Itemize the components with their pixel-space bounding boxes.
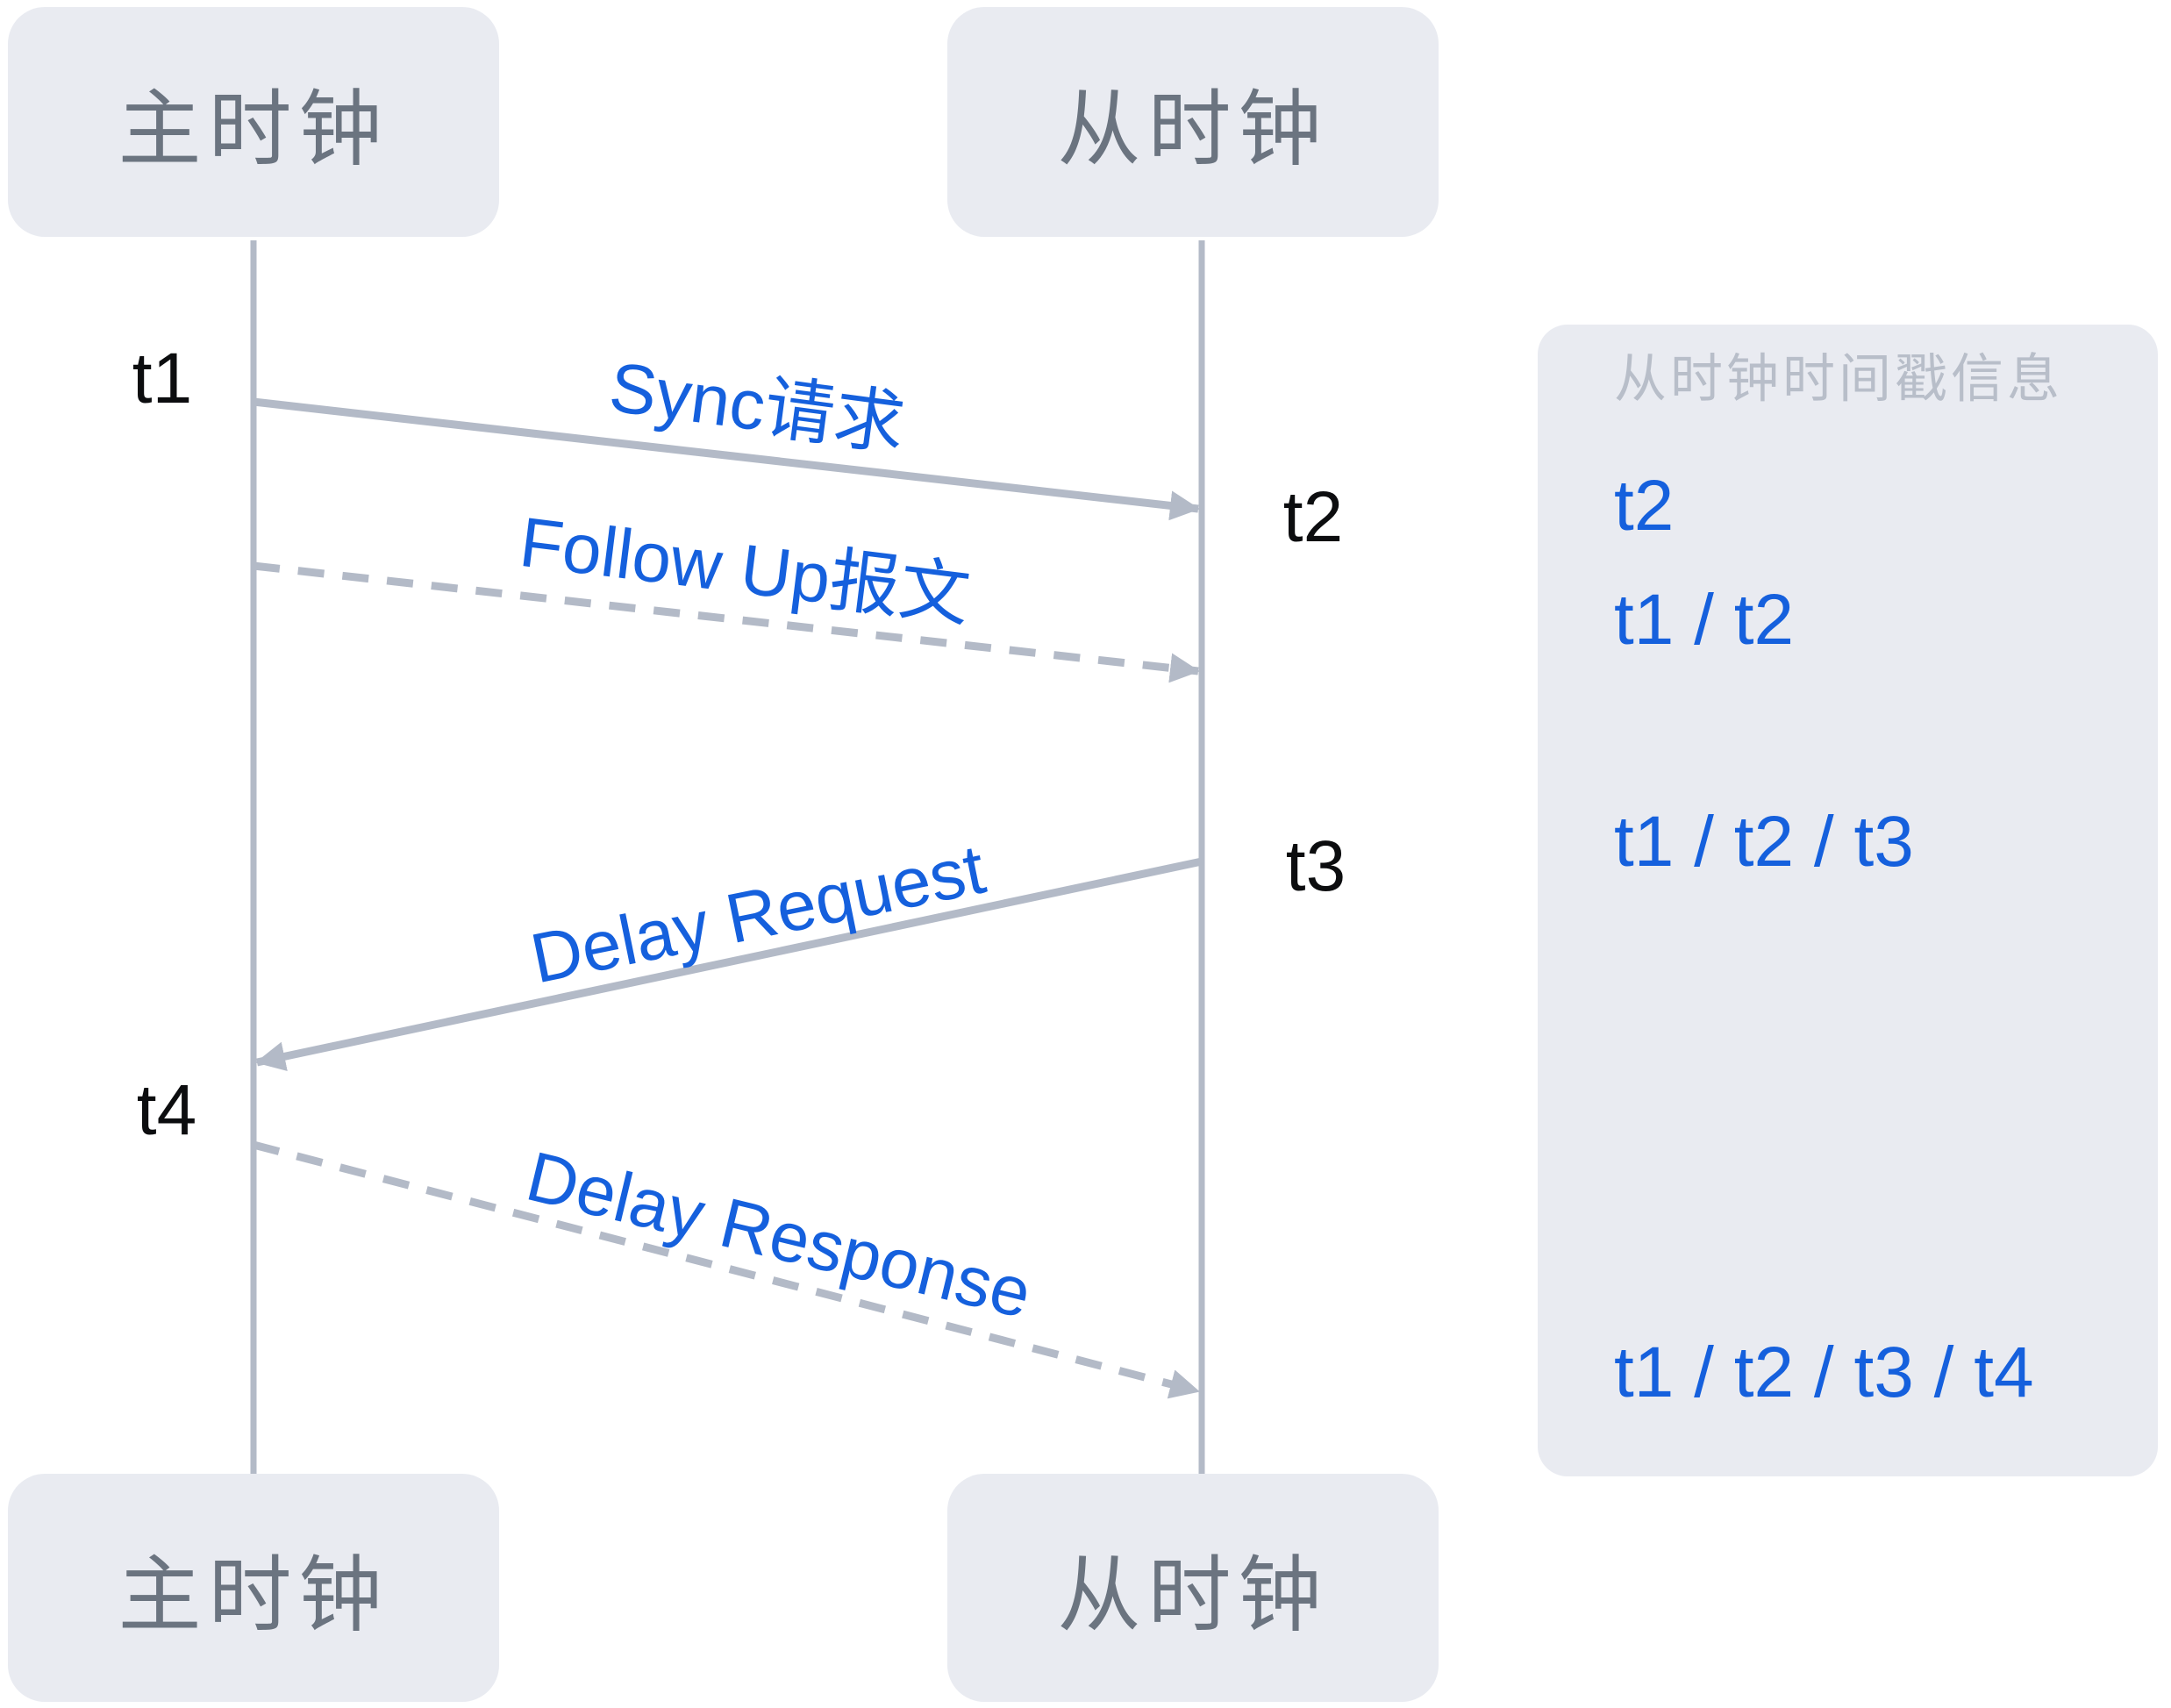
master-clock-box-top: 主时钟: [8, 7, 499, 237]
panel-row-t2: t2: [1614, 466, 1675, 546]
timestamp-t2: t2: [1282, 477, 1344, 557]
timestamp-t3: t3: [1285, 826, 1346, 906]
panel-row-t1-t2: t1 / t2: [1614, 580, 1795, 660]
timestamp-t1: t1: [132, 339, 193, 418]
panel-row-t1-t2-t3-t4: t1 / t2 / t3 / t4: [1614, 1333, 2034, 1412]
slave-clock-box-bottom: 从时钟: [947, 1474, 1439, 1702]
follow-up-arrow: [253, 561, 1200, 683]
master-clock-box-bottom: 主时钟: [8, 1474, 499, 1702]
slave-clock-box-top: 从时钟: [947, 7, 1439, 237]
panel-row-t1-t2-t3: t1 / t2 / t3: [1614, 802, 1914, 882]
slave-clock-label: 从时钟: [1057, 1548, 1329, 1642]
timestamp-info-panel: [1538, 325, 2158, 1476]
timestamp-t4: t4: [136, 1070, 197, 1150]
timestamp-info-panel-title: 从时钟时间戳信息: [1614, 349, 2063, 409]
delay-request-arrow: [255, 857, 1203, 1071]
master-clock-label: 主时钟: [118, 1548, 389, 1642]
master-clock-label: 主时钟: [118, 82, 389, 176]
sync-arrow: [253, 397, 1200, 521]
delay-response-arrow: [252, 1140, 1200, 1399]
slave-clock-label: 从时钟: [1057, 82, 1329, 176]
